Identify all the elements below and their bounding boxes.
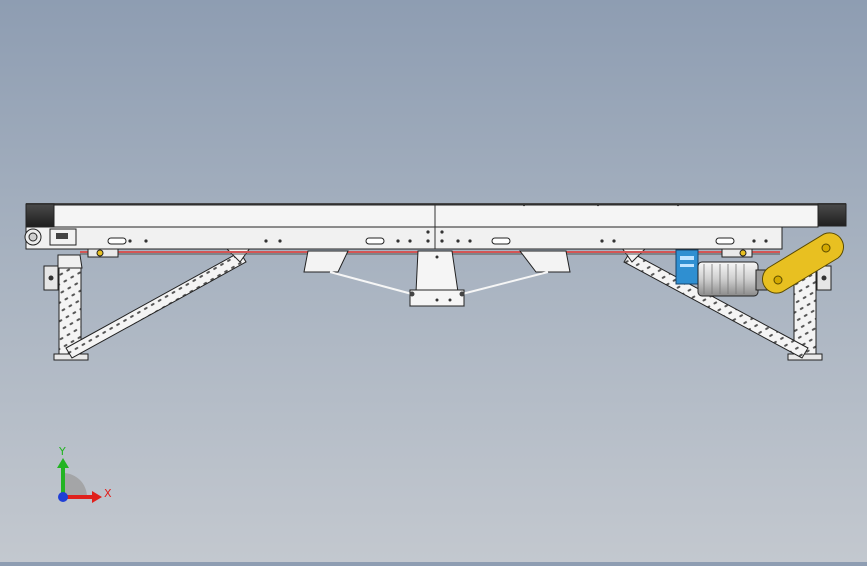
belt-guard-icon xyxy=(762,232,844,294)
center-support xyxy=(303,250,571,307)
coordinate-triad: Y X xyxy=(57,445,112,503)
x-axis-label: X xyxy=(104,487,112,500)
left-leg xyxy=(43,254,89,361)
y-axis-label: Y xyxy=(58,445,66,458)
left-diagonal-brace xyxy=(65,247,251,359)
drive-assembly xyxy=(675,232,844,297)
conveyor-frame xyxy=(24,203,847,258)
z-axis-dot xyxy=(58,492,68,502)
